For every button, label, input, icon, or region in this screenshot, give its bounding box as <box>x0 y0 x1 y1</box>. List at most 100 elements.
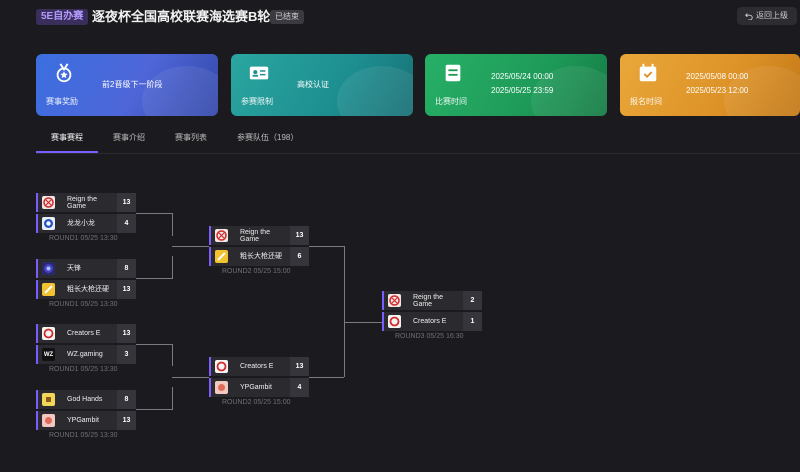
team-logo <box>388 294 401 307</box>
bracket-team[interactable]: YPGambit 13 <box>36 411 136 430</box>
tab-teams[interactable]: 参赛队伍（198） <box>237 133 299 142</box>
bracket-connector <box>309 246 344 247</box>
tab-bar: 赛事赛程 赛事介绍 赛事列表 参赛队伍（198） <box>36 128 313 154</box>
bracket-team[interactable]: WZ WZ.gaming 3 <box>36 345 136 364</box>
tab-divider <box>36 153 800 154</box>
bracket-connector <box>172 246 209 247</box>
team-score: 6 <box>290 247 309 266</box>
back-button[interactable]: 返回上级 <box>737 7 797 25</box>
team-score: 8 <box>117 390 136 409</box>
team-logo <box>42 217 55 230</box>
team-logo <box>215 360 228 373</box>
bracket-team[interactable]: Creators E 13 <box>209 357 309 376</box>
team-name: Reign the Game <box>240 228 270 243</box>
card-value-2: 2025/05/25 23:59 <box>491 86 554 95</box>
team-name: Creators E <box>240 363 274 370</box>
team-score: 13 <box>290 226 309 245</box>
bracket-connector <box>172 213 173 236</box>
team-score: 4 <box>117 214 136 233</box>
team-logo <box>42 393 55 406</box>
restriction-card: 参赛限制 高校认证 <box>231 54 413 116</box>
bracket-connector <box>136 344 172 345</box>
bracket-connector <box>309 377 344 378</box>
tab-schedule[interactable]: 赛事赛程 <box>36 128 98 154</box>
card-value: 2025/05/24 00:00 <box>491 72 554 81</box>
page-title: 逐夜杯全国高校联赛海选赛B轮 <box>92 9 271 24</box>
bracket-connector <box>344 322 382 323</box>
bracket-connector <box>172 377 209 378</box>
team-name: Reign the Game <box>413 293 443 308</box>
team-logo <box>215 381 228 394</box>
card-value: 高校认证 <box>297 80 329 89</box>
team-score: 13 <box>290 357 309 376</box>
bracket-connector <box>344 246 345 377</box>
team-name: Creators E <box>67 330 101 337</box>
tab-intro[interactable]: 赛事介绍 <box>113 133 145 142</box>
bracket-team[interactable]: Creators E 13 <box>36 324 136 343</box>
status-badge: 已结束 <box>270 10 304 24</box>
bracket-team[interactable]: 龙龙小龙 4 <box>36 214 136 233</box>
match-time: ROUND1 05/25 13:30 <box>49 301 118 308</box>
match-time: ROUND2 05/25 15:00 <box>222 268 291 275</box>
team-name: 粗长大枪还硬 <box>240 253 282 260</box>
team-name: WZ.gaming <box>67 351 103 358</box>
undo-arrow-icon <box>745 13 753 20</box>
bracket-connector <box>136 409 172 410</box>
bracket-team[interactable]: God Hands 8 <box>36 390 136 409</box>
team-logo <box>42 283 55 296</box>
medal-icon <box>46 62 82 89</box>
match-time: ROUND1 05/25 13:30 <box>49 432 118 439</box>
id-card-icon <box>241 62 277 89</box>
team-logo <box>388 315 401 328</box>
team-logo <box>42 196 55 209</box>
organizer-badge: 5E自办赛 <box>36 9 89 25</box>
team-name: Reign the Game <box>67 195 97 210</box>
team-name: God Hands <box>67 396 103 403</box>
team-score: 13 <box>117 411 136 430</box>
match-time: ROUND1 05/25 13:30 <box>49 366 118 373</box>
bracket-connector <box>136 278 172 279</box>
bracket-team[interactable]: 粗长大枪还硬 13 <box>36 280 136 299</box>
team-logo <box>215 229 228 242</box>
flag-icon <box>435 62 471 89</box>
team-score: 13 <box>117 324 136 343</box>
signup-time-card: 报名时间 2025/05/08 00:00 2025/05/23 12:00 <box>620 54 800 116</box>
team-name: YPGambit <box>240 384 272 391</box>
team-name: 龙龙小龙 <box>67 220 95 227</box>
card-label: 参赛限制 <box>241 97 273 106</box>
card-value: 前2晋级下一阶段 <box>102 80 163 89</box>
team-score: 4 <box>290 378 309 397</box>
match-time: ROUND2 05/25 15:00 <box>222 399 291 406</box>
bracket-connector <box>136 213 172 214</box>
team-score: 2 <box>463 291 482 310</box>
team-logo: WZ <box>42 348 55 361</box>
page-header: 5E自办赛 逐夜杯全国高校联赛海选赛B轮 已结束 返回上级 <box>0 0 800 34</box>
team-score: 8 <box>117 259 136 278</box>
card-label: 赛事奖励 <box>46 97 78 106</box>
bracket-team[interactable]: Reign the Game 13 <box>36 193 136 212</box>
team-logo <box>42 262 55 275</box>
bracket-team[interactable]: Reign the Game 2 <box>382 291 482 310</box>
bracket-team[interactable]: 天锋 8 <box>36 259 136 278</box>
team-logo <box>42 414 55 427</box>
back-button-label: 返回上级 <box>756 11 788 20</box>
match-time-card: 比赛时间 2025/05/24 00:00 2025/05/25 23:59 <box>425 54 607 116</box>
team-name: 天锋 <box>67 265 81 272</box>
tab-list[interactable]: 赛事列表 <box>175 133 207 142</box>
calendar-check-icon <box>630 62 666 89</box>
card-value: 2025/05/08 00:00 <box>686 72 749 81</box>
bracket-connector <box>172 256 173 279</box>
team-score: 3 <box>117 345 136 364</box>
match-time: ROUND1 05/25 13:30 <box>49 235 118 242</box>
team-score: 1 <box>463 312 482 331</box>
bracket-team[interactable]: 粗长大枪还硬 6 <box>209 247 309 266</box>
team-name: 粗长大枪还硬 <box>67 286 109 293</box>
match-time: ROUND3 05/25 16:30 <box>395 333 464 340</box>
team-score: 13 <box>117 280 136 299</box>
bracket-team[interactable]: YPGambit 4 <box>209 378 309 397</box>
bracket-team[interactable]: Reign the Game 13 <box>209 226 309 245</box>
bracket-team[interactable]: Creators E 1 <box>382 312 482 331</box>
team-score: 13 <box>117 193 136 212</box>
bracket-connector <box>172 344 173 366</box>
team-logo <box>215 250 228 263</box>
